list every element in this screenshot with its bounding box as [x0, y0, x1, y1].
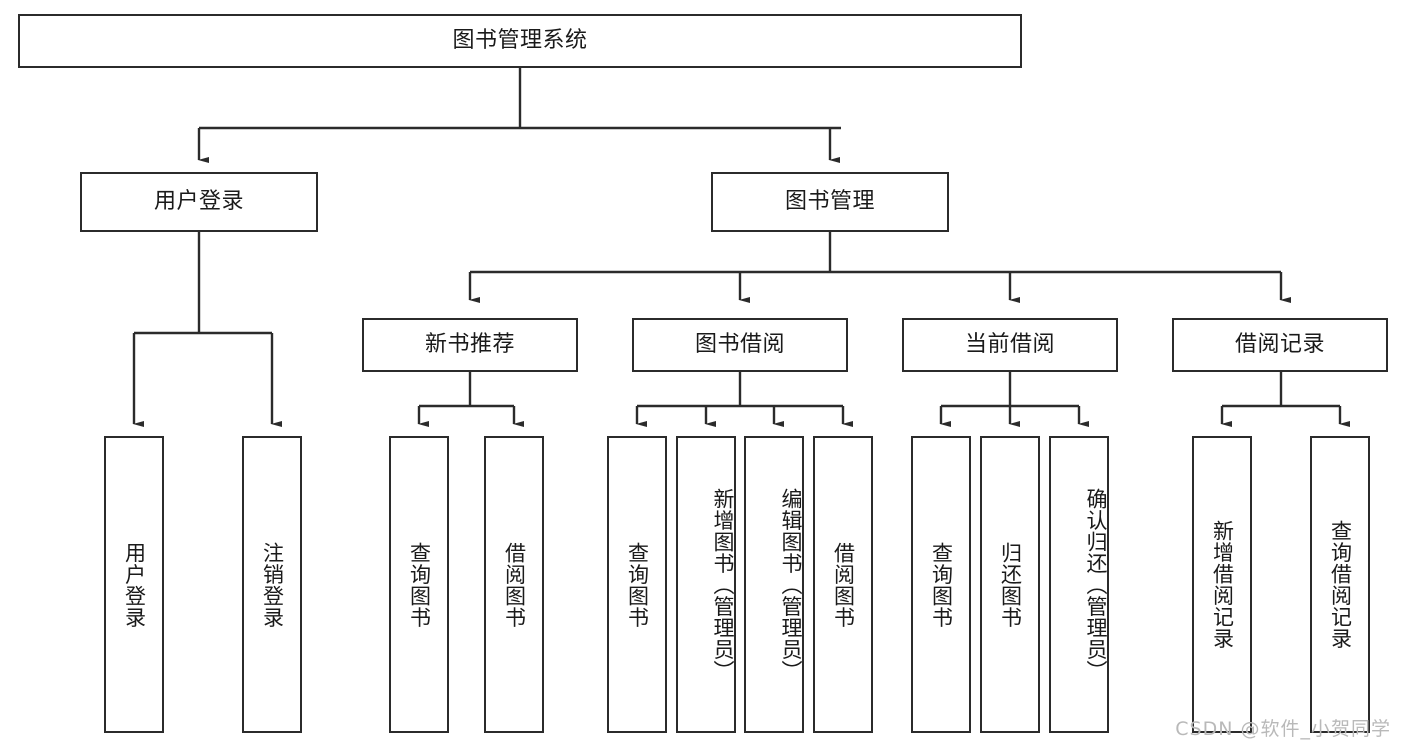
- leaf-query-book-3-label: 查询图书: [929, 541, 954, 628]
- node-book-borrow-label: 图书借阅: [694, 332, 785, 358]
- node-root[interactable]: 图书管理系统: [18, 14, 1022, 68]
- leaf-borrow-book-2[interactable]: 借阅图书: [813, 436, 873, 733]
- node-user-login[interactable]: 用户登录: [80, 172, 318, 232]
- node-book-manage[interactable]: 图书管理: [711, 172, 949, 232]
- leaf-add-book[interactable]: 新增图书（管理员）: [676, 436, 736, 733]
- node-user-login-label: 用户登录: [153, 189, 244, 215]
- leaf-query-record-label: 查询借阅记录: [1328, 520, 1353, 649]
- leaf-user-logout[interactable]: 注销登录: [242, 436, 302, 733]
- leaf-add-book-label: 新增图书（管理员）: [711, 487, 735, 682]
- leaf-query-book-2[interactable]: 查询图书: [607, 436, 667, 733]
- leaf-return-book[interactable]: 归还图书: [980, 436, 1040, 733]
- node-borrow-record-label: 借阅记录: [1234, 332, 1325, 358]
- leaf-borrow-book-2-label: 借阅图书: [831, 541, 856, 628]
- leaf-query-record[interactable]: 查询借阅记录: [1310, 436, 1370, 733]
- node-new-book-recommend[interactable]: 新书推荐: [362, 318, 578, 372]
- leaf-add-record[interactable]: 新增借阅记录: [1192, 436, 1252, 733]
- leaf-borrow-book-1[interactable]: 借阅图书: [484, 436, 544, 733]
- leaf-edit-book[interactable]: 编辑图书（管理员）: [744, 436, 804, 733]
- leaf-user-login-label: 用户登录: [122, 541, 147, 628]
- leaf-user-logout-label: 注销登录: [260, 541, 285, 628]
- leaf-query-book-1[interactable]: 查询图书: [389, 436, 449, 733]
- node-current-borrow-label: 当前借阅: [964, 332, 1055, 358]
- leaf-add-record-label: 新增借阅记录: [1210, 520, 1235, 649]
- node-root-label: 图书管理系统: [452, 28, 588, 54]
- leaf-query-book-3[interactable]: 查询图书: [911, 436, 971, 733]
- node-current-borrow[interactable]: 当前借阅: [902, 318, 1118, 372]
- leaf-user-login[interactable]: 用户登录: [104, 436, 164, 733]
- node-book-borrow[interactable]: 图书借阅: [632, 318, 848, 372]
- node-book-manage-label: 图书管理: [784, 189, 875, 215]
- node-new-book-recommend-label: 新书推荐: [424, 332, 515, 358]
- leaf-confirm-return[interactable]: 确认归还（管理员）: [1049, 436, 1109, 733]
- leaf-borrow-book-1-label: 借阅图书: [502, 541, 527, 628]
- leaf-return-book-label: 归还图书: [998, 541, 1023, 628]
- watermark: CSDN @软件_小贺同学: [1175, 718, 1391, 740]
- node-borrow-record[interactable]: 借阅记录: [1172, 318, 1388, 372]
- leaf-query-book-1-label: 查询图书: [407, 541, 432, 628]
- leaf-confirm-return-label: 确认归还（管理员）: [1084, 487, 1108, 682]
- leaf-query-book-2-label: 查询图书: [625, 541, 650, 628]
- leaf-edit-book-label: 编辑图书（管理员）: [779, 487, 803, 682]
